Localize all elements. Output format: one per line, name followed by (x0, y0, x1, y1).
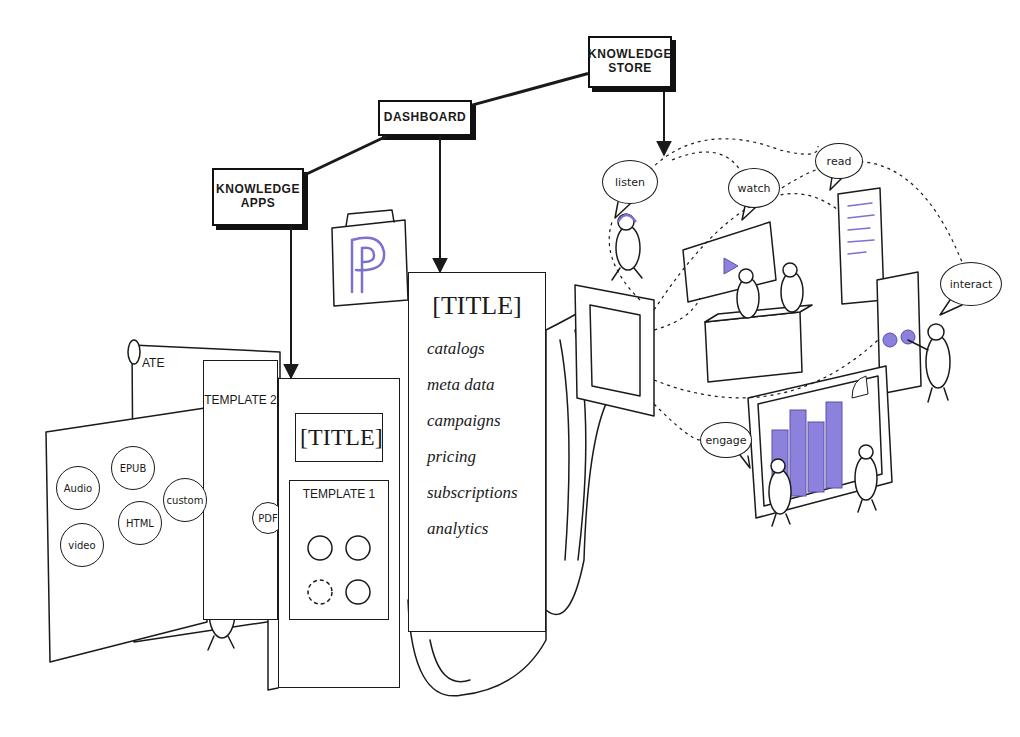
sign-board: KNOWLEDGE STORE (588, 36, 672, 88)
template-panel: TEMPLATE 2 (203, 360, 278, 620)
node-text: listen (615, 176, 645, 189)
slot-circle (308, 536, 332, 560)
speech-bubble: interact (940, 262, 1002, 306)
play-icon (724, 258, 738, 274)
node-text: PDF (258, 513, 277, 524)
template-panel: [TITLE] TEMPLATE 1 (278, 378, 400, 688)
character (769, 470, 791, 514)
character-limbs (612, 268, 642, 280)
character-head (783, 263, 797, 277)
speech-bubble: watch (728, 168, 780, 208)
chart-bar (826, 402, 842, 488)
dashboard-scroll: [TITLE] catalogs meta data campaigns pricing… (408, 272, 546, 632)
dotted-path (672, 152, 740, 170)
frame-inner (590, 305, 640, 396)
node-text: campaigns (427, 411, 501, 431)
slot-circle (308, 580, 332, 604)
format-circle: Audio (56, 466, 100, 510)
character (926, 336, 950, 388)
node-text: [TITLE] (295, 413, 383, 462)
sign-board: KNOWLEDGE APPS (212, 168, 304, 226)
format-circle: video (60, 523, 104, 567)
node-text: KNOWLEDGE APPS (216, 183, 300, 211)
desk (705, 312, 802, 382)
formats-panel (46, 408, 207, 662)
node-text: interact (950, 278, 993, 291)
pointer-arrow (290, 226, 292, 378)
dotted-path (654, 340, 878, 398)
speech-bubble: read (815, 143, 863, 179)
character-limbs (908, 340, 948, 402)
dotted-path (654, 298, 700, 330)
node-text: catalogs (427, 339, 485, 359)
character (781, 272, 803, 312)
character-head (771, 459, 785, 473)
node-text: EPUB (120, 463, 147, 474)
format-circle: custom (163, 478, 207, 522)
text-lines (848, 203, 874, 254)
partial-label: ATE (142, 356, 164, 370)
speech-bubble: listen (602, 160, 658, 204)
dotted-path (654, 194, 838, 310)
pointer-arrow (439, 136, 441, 272)
chart-bar (808, 422, 824, 492)
video-tablet (683, 222, 776, 302)
node-text: meta data (427, 375, 495, 395)
dotted-path (654, 404, 700, 440)
speech-bubble: engage (700, 422, 752, 458)
character-head (859, 445, 873, 459)
slot-circle (346, 536, 370, 560)
dotted-path (782, 162, 962, 262)
sign-bar (304, 136, 387, 175)
node-text: [TITLE] (432, 291, 522, 321)
node-text: TEMPLATE 1 (289, 480, 389, 620)
bubble-tail (742, 206, 756, 220)
sign-bar (472, 73, 588, 105)
chart-bar (790, 410, 806, 496)
bubble-tail (740, 455, 750, 468)
pie-icon (852, 376, 868, 398)
headphones (618, 215, 636, 222)
logo-p-inner (362, 248, 374, 292)
character (855, 456, 877, 500)
analytics-tablet (748, 366, 892, 518)
character (616, 226, 640, 270)
node-text: read (827, 155, 852, 168)
dotted-path (650, 139, 818, 170)
logo-card (332, 220, 408, 306)
node-text: HTML (126, 518, 154, 529)
leader-arrow (663, 90, 665, 155)
node-text: analytics (427, 519, 488, 539)
node-text: pricing (427, 447, 476, 467)
node-text: watch (737, 182, 770, 195)
node-text: custom (167, 495, 204, 506)
node-text: TEMPLATE 2 (204, 391, 276, 410)
sign-board: DASHBOARD (378, 100, 472, 136)
dotted-path (609, 222, 640, 300)
logo-p (352, 238, 384, 292)
node-text: KNOWLEDGE STORE (588, 48, 672, 76)
character-limbs (772, 500, 876, 526)
scroll-fold (430, 640, 470, 682)
node-text: engage (705, 434, 746, 447)
slot-circle (346, 580, 370, 604)
format-circle: EPUB (111, 446, 155, 490)
scroll-curl (128, 340, 140, 364)
node-text: subscriptions (427, 483, 518, 503)
format-circle: HTML (118, 501, 162, 545)
character-head (739, 269, 753, 283)
node-text: Audio (64, 483, 92, 494)
character-head (928, 324, 944, 340)
quiz-option (883, 333, 897, 347)
node-text: DASHBOARD (384, 111, 467, 125)
node-text: video (68, 540, 95, 551)
card-clip (346, 210, 394, 226)
frame-window (575, 285, 654, 416)
character (737, 278, 759, 318)
